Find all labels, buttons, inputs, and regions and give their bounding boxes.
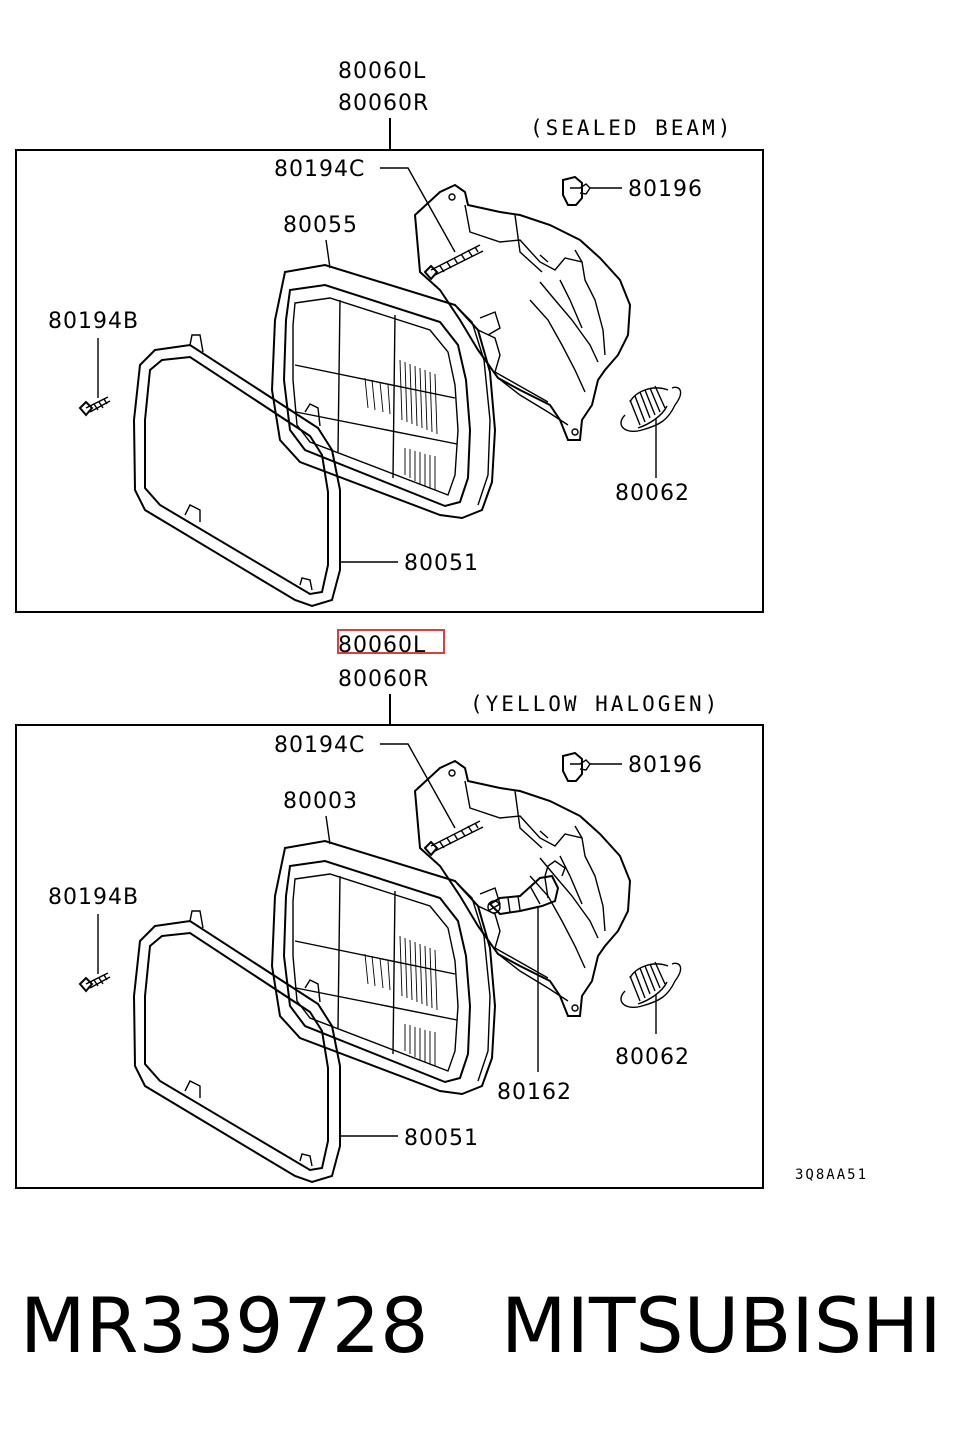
- highlight-box: [337, 629, 445, 654]
- halogen-bulb: [487, 860, 566, 916]
- label-assembly-l: 80060L: [338, 59, 426, 84]
- panel-yellow-halogen: 80060L 80060R (YELLOW HALOGEN) 80194C 80…: [15, 629, 764, 1189]
- panel-sealed-beam: 80060L 80060R (SEALED BEAM) 80194C 80055…: [15, 59, 764, 613]
- panel-frame: [15, 149, 764, 613]
- label-unit: 80055: [283, 213, 358, 238]
- label-clip: 80196: [628, 177, 703, 202]
- label-ring: 80051: [404, 551, 479, 576]
- label-screw-long: 80194C: [274, 157, 365, 182]
- part-number: MR339728: [20, 1281, 429, 1370]
- panel-frame: [15, 724, 764, 1189]
- label-spring: 80062: [615, 481, 690, 506]
- label-bulb: 80162: [497, 1080, 572, 1105]
- headlamp-drawing: [79, 176, 682, 607]
- label-assembly-l: 80060L: [338, 633, 426, 658]
- label-ring: 80051: [404, 1126, 479, 1151]
- label-unit: 80003: [283, 789, 358, 814]
- headlamp-drawing: [79, 752, 682, 1183]
- label-assembly-r: 80060R: [338, 91, 429, 116]
- panel-caption: (SEALED BEAM): [530, 116, 733, 140]
- label-clip: 80196: [628, 753, 703, 778]
- diagram-code: 3Q8AA51: [795, 1167, 868, 1183]
- label-screw-long: 80194C: [274, 733, 365, 758]
- parts-diagram: 80060L 80060R (SEALED BEAM) 80194C 80055…: [15, 59, 868, 1189]
- brand-name: MITSUBISHI: [500, 1281, 942, 1370]
- label-assembly-r: 80060R: [338, 667, 429, 692]
- footer-caption: MR339728 MITSUBISHI: [20, 1288, 950, 1364]
- label-screw-short: 80194B: [48, 885, 139, 910]
- panel-caption: (YELLOW HALOGEN): [470, 692, 720, 716]
- label-spring: 80062: [615, 1045, 690, 1070]
- label-screw-short: 80194B: [48, 309, 139, 334]
